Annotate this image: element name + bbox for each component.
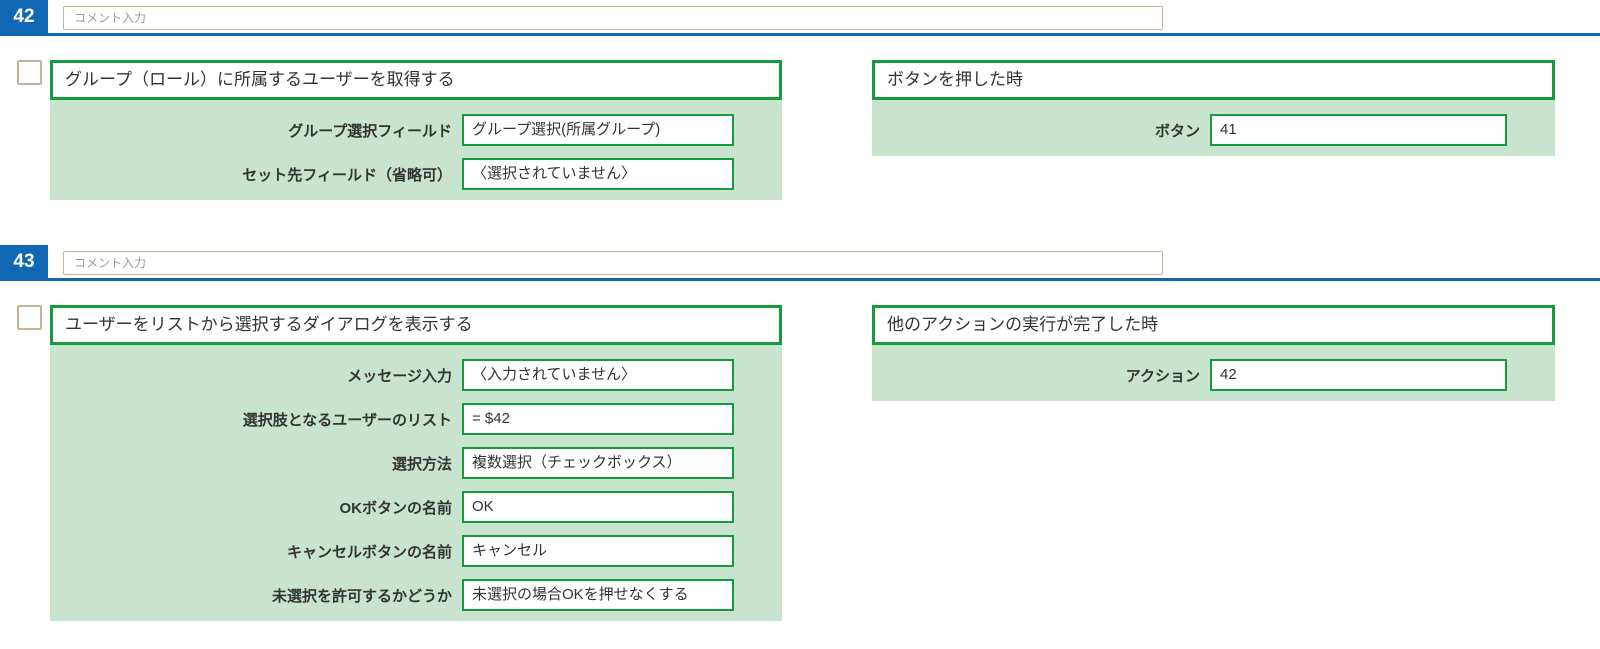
field-row: キャンセルボタンの名前キャンセル xyxy=(50,535,782,567)
field-value-box[interactable]: 41 xyxy=(1210,114,1507,146)
field-label: ボタン xyxy=(1154,122,1200,140)
field-row: アクション 42 xyxy=(872,359,1555,391)
field-value-box[interactable]: 42 xyxy=(1210,359,1507,391)
field-label: セット先フィールド（省略可） xyxy=(242,166,452,184)
field-row: 選択方法複数選択（チェックボックス） xyxy=(50,447,782,479)
field-value-box[interactable]: 〈入力されていません〉 xyxy=(462,359,734,391)
field-value-box[interactable]: キャンセル xyxy=(462,535,734,567)
field-row: 未選択を許可するかどうか未選択の場合OKを押せなくする xyxy=(50,579,782,611)
action-title[interactable]: グループ（ロール）に所属するユーザーを取得する xyxy=(50,60,782,100)
select-checkbox[interactable] xyxy=(17,305,42,330)
trigger-title[interactable]: 他のアクションの実行が完了した時 xyxy=(872,305,1555,345)
field-row: メッセージ入力〈入力されていません〉 xyxy=(50,359,782,391)
trigger-title[interactable]: ボタンを押した時 xyxy=(872,60,1555,100)
field-value-box[interactable]: = $42 xyxy=(462,403,734,435)
comment-input[interactable] xyxy=(63,6,1163,30)
field-value-box[interactable]: 複数選択（チェックボックス） xyxy=(462,447,734,479)
field-label: 選択肢となるユーザーのリスト xyxy=(242,411,452,429)
field-label: 選択方法 xyxy=(391,455,452,473)
action-panel: ユーザーをリストから選択するダイアログを表示する メッセージ入力〈入力されていま… xyxy=(50,305,782,621)
block-divider xyxy=(0,278,1600,281)
field-label: アクション xyxy=(1125,367,1200,385)
action-panel: グループ（ロール）に所属するユーザーを取得する グループ選択フィールドグループ選… xyxy=(50,60,782,200)
action-title[interactable]: ユーザーをリストから選択するダイアログを表示する xyxy=(50,305,782,345)
field-row: ボタン 41 xyxy=(872,114,1555,146)
select-checkbox[interactable] xyxy=(17,60,42,85)
action-field-list: グループ選択フィールドグループ選択(所属グループ) セット先フィールド（省略可） 〈… xyxy=(50,100,782,200)
trigger-field-list: アクション 42 xyxy=(872,345,1555,401)
field-row: グループ選択フィールドグループ選択(所属グループ) xyxy=(50,114,782,146)
action-number-badge: 42 xyxy=(0,0,48,33)
trigger-panel: 他のアクションの実行が完了した時 アクション 42 xyxy=(872,305,1555,401)
trigger-panel: ボタンを押した時 ボタン 41 xyxy=(872,60,1555,156)
field-row: 選択肢となるユーザーのリスト = $42 xyxy=(50,403,782,435)
block-divider xyxy=(0,33,1600,36)
field-row: OKボタンの名前 OK xyxy=(50,491,782,523)
field-value-box[interactable]: 未選択の場合OKを押せなくする xyxy=(462,579,734,611)
comment-input[interactable] xyxy=(63,251,1163,275)
field-row: セット先フィールド（省略可） 〈選択されていません〉 xyxy=(50,158,782,190)
field-label: キャンセルボタンの名前 xyxy=(286,543,452,561)
field-value-box[interactable]: グループ選択(所属グループ) xyxy=(462,114,734,146)
field-label: 未選択を許可するかどうか xyxy=(271,587,452,605)
trigger-field-list: ボタン 41 xyxy=(872,100,1555,156)
action-field-list: メッセージ入力〈入力されていません〉選択肢となるユーザーのリスト = $42 選択方… xyxy=(50,345,782,621)
field-label: グループ選択フィールド xyxy=(288,122,452,140)
action-number-badge: 43 xyxy=(0,245,48,278)
field-label: メッセージ入力 xyxy=(347,367,452,385)
field-label: OKボタンの名前 xyxy=(339,499,452,517)
field-value-box[interactable]: OK xyxy=(462,491,734,523)
field-value-box[interactable]: 〈選択されていません〉 xyxy=(462,158,734,190)
